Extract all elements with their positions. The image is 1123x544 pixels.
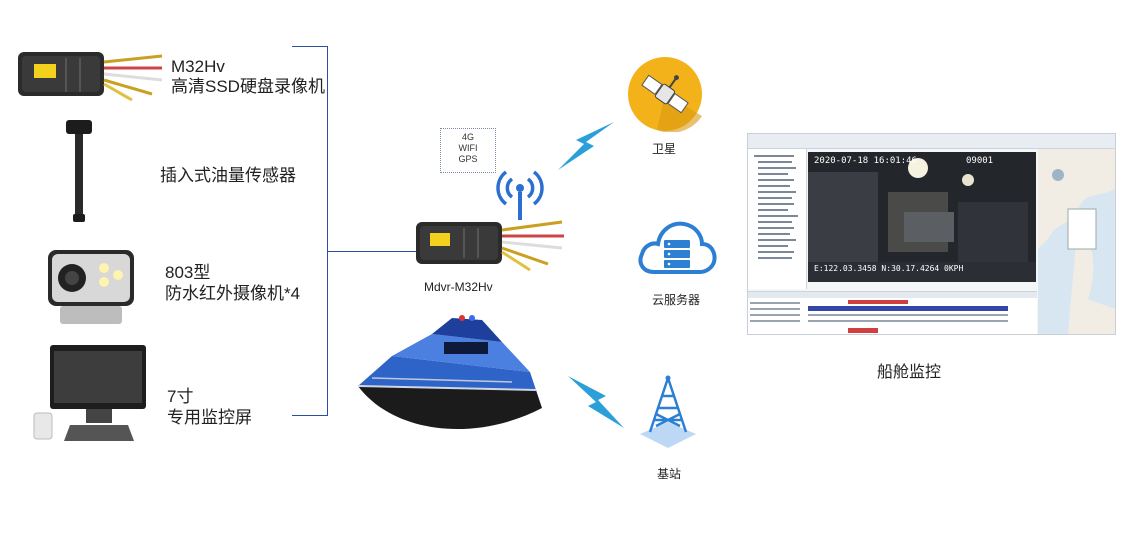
video-timestamp: 2020-07-18 16:01:46 [814,156,917,166]
device-bracket-top [292,46,327,47]
monitor-image [33,345,146,441]
mdvr-device-image [416,220,564,272]
device-bracket-vertical [327,46,328,416]
fuel-sensor-image [66,120,92,222]
monitor-label-line1: 7寸 [167,387,194,406]
boat-image [357,315,542,430]
cloud-server-label: 云服务器 [652,293,701,307]
cloud-server-icon [638,221,717,274]
recorder-label-line2: 高清SSD硬盘录像机 [171,77,325,96]
screenshot-alarm-table [748,291,1037,334]
monitor-label-line2: 专用监控屏 [167,408,252,427]
sensor-label: 插入式油量传感器 [160,166,296,185]
feature-4g: 4G [461,132,474,142]
base-station-label: 基站 [657,467,682,481]
lightning-basestation-icon [568,376,624,428]
screenshot-video: 2020-07-18 16:01:46 09001 E:122.03.3458 … [808,152,1036,282]
recorder-image [18,52,163,102]
feature-wifi: WIFI [458,143,478,153]
satellite-icon [628,57,702,132]
satellite-label: 卫星 [652,142,677,156]
device-bracket-connector [327,251,422,252]
feature-gps: GPS [458,154,478,164]
screenshot-toolbar [748,134,1115,149]
monitoring-caption: 船舱监控 [877,364,942,381]
video-coordinates: E:122.03.3458 N:30.17.4264 0KPH [814,264,964,273]
screenshot-map [1038,149,1115,334]
video-channel: 09001 [966,156,994,166]
camera-image [48,250,134,324]
feature-box: 4G WIFI GPS [440,128,496,173]
mdvr-device-label: Mdvr-M32Hv [424,280,493,294]
wireless-signal-icon [496,170,544,220]
device-bracket-bottom [292,415,327,416]
base-station-icon [640,375,696,448]
lightning-satellite-icon [558,122,614,170]
camera-label-line2: 防水红外摄像机*4 [165,284,301,303]
camera-label-line1: 803型 [165,263,211,282]
recorder-label-line1: M32Hv [171,57,225,76]
screenshot-tree-panel [748,149,807,289]
monitoring-screenshot: 2020-07-18 16:01:46 09001 E:122.03.3458 … [747,133,1116,335]
